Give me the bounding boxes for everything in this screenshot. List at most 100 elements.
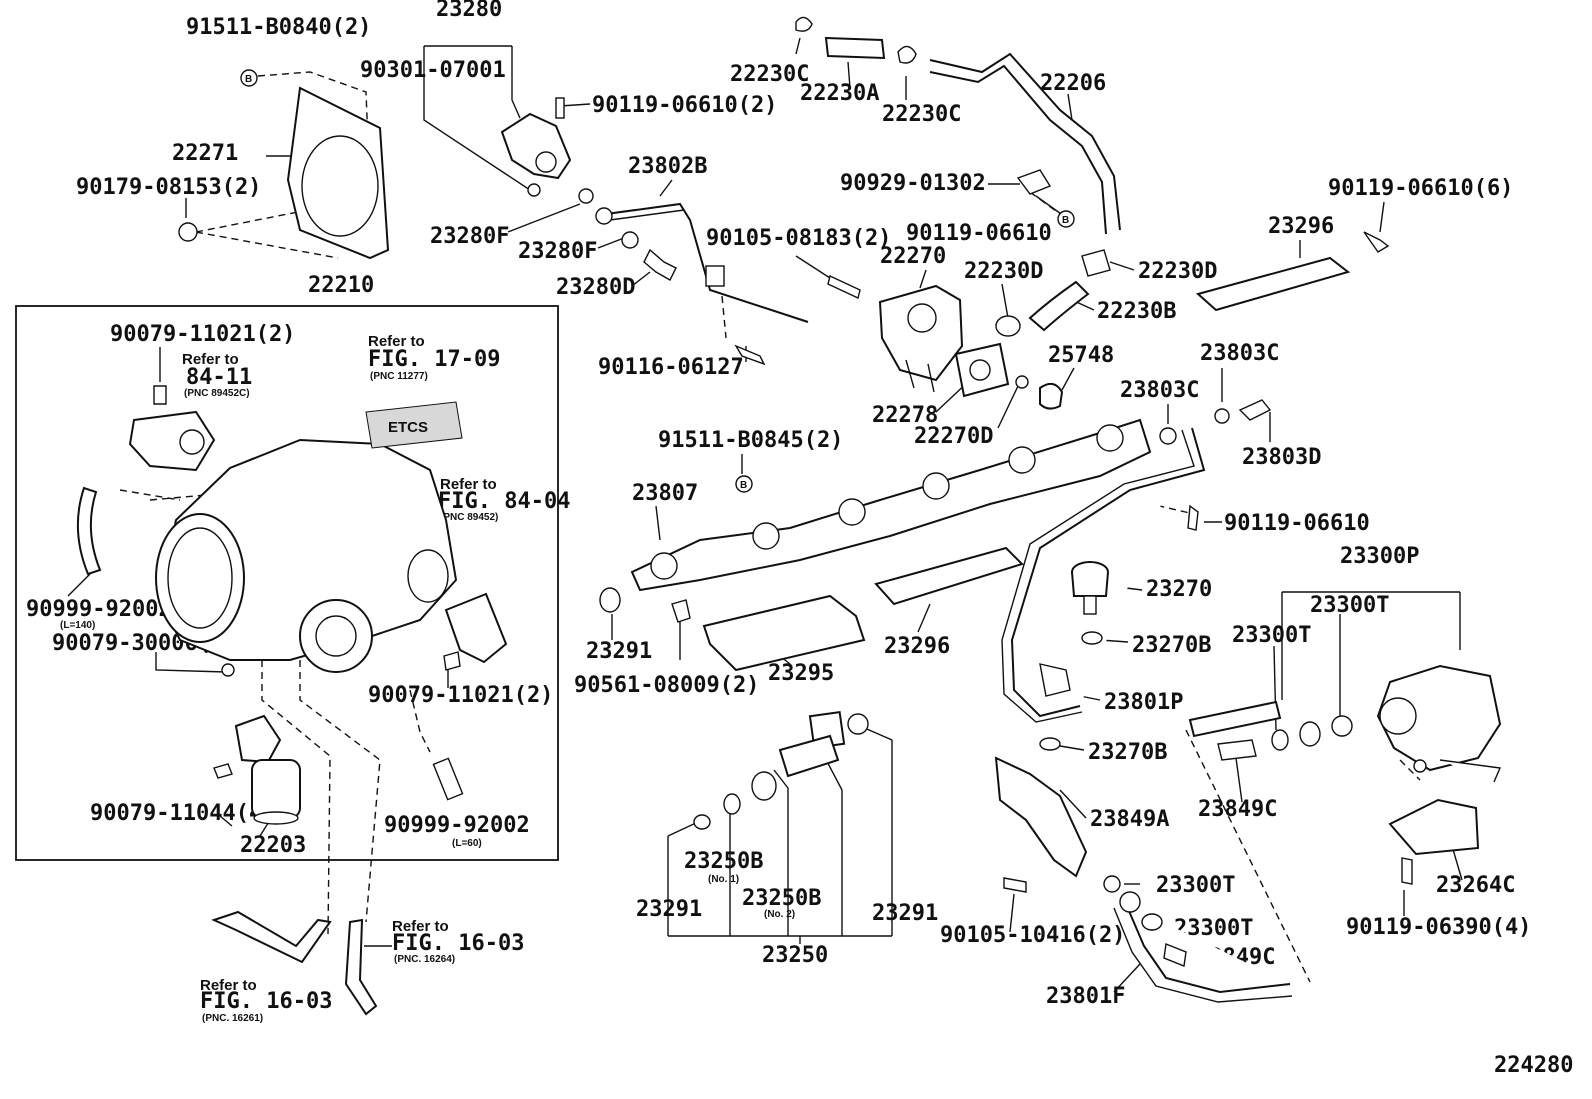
- part-label: 91511-B0840(2): [186, 15, 371, 40]
- gasket-icon: [1159, 427, 1177, 445]
- part-label: 22230D: [1138, 259, 1217, 284]
- cover-23296: [1195, 256, 1351, 312]
- grommet-icon: [671, 599, 691, 623]
- part-label: 90999-92002: [26, 597, 172, 622]
- hose-16264: [211, 910, 332, 964]
- part-label: 90105-08183(2): [706, 226, 891, 251]
- part-label: 91511-B0845(2): [658, 428, 843, 453]
- reference-notes: Refer to 84-11 (PNC 89452C) Refer to FIG…: [60, 333, 795, 1024]
- part-label: 23849C: [1198, 797, 1277, 822]
- svg-text:ETCS: ETCS: [388, 419, 428, 436]
- note-text: Refer to: [392, 918, 449, 935]
- part-label: 23291: [636, 897, 702, 922]
- bolt-icon: [827, 275, 861, 299]
- note-text: (No. 2): [764, 909, 795, 920]
- note-text: FIG. 16-03: [392, 931, 524, 956]
- bracket-23264c: [1388, 798, 1480, 856]
- part-label: 22210: [308, 273, 374, 298]
- part-label: 90119-06610(2): [592, 93, 777, 118]
- union-icon: [1039, 663, 1071, 697]
- bolt-icon: [1187, 504, 1199, 531]
- part-label: 90116-06127: [598, 355, 744, 380]
- part-label: 22230D: [964, 259, 1043, 284]
- bolt-marker-icon: B: [1057, 210, 1075, 228]
- union-bolt-icon: [643, 248, 677, 281]
- part-label: 23280F: [518, 239, 597, 264]
- hose-clamp-icon: [1081, 249, 1111, 277]
- bolt-icon: [1401, 857, 1413, 885]
- svg-text:B: B: [1062, 215, 1069, 226]
- part-label: 90119-06390(4): [1346, 915, 1531, 940]
- hose-clamp-icon: [1299, 721, 1321, 747]
- note-text: FIG. 84-04: [438, 489, 570, 514]
- part-label: 90119-06610: [906, 221, 1052, 246]
- note-text: (PNC 89452C): [184, 388, 250, 399]
- part-label: 90079-11021(2): [368, 683, 553, 708]
- fuel-pipe-23802b: [595, 202, 809, 323]
- gasket-plate-22271: [286, 86, 390, 260]
- union-bolt-icon: [1217, 739, 1257, 761]
- screw-icon: [153, 385, 167, 405]
- bolt-icon: [1363, 231, 1390, 253]
- cap-25748: [1039, 382, 1064, 410]
- washer-icon: [621, 231, 639, 249]
- part-label: 23270: [1146, 577, 1212, 602]
- part-label: 23801F: [1046, 984, 1125, 1009]
- throttle-body-group-box: [15, 305, 559, 861]
- part-label: 22203: [240, 833, 306, 858]
- hose-22230b: [1028, 280, 1090, 332]
- union-bolt-icon: [1163, 943, 1187, 967]
- screw-icon: [443, 651, 461, 671]
- note-text: Refer to: [200, 977, 257, 994]
- part-label: 90301-07001: [360, 58, 506, 83]
- part-label: 22271: [172, 141, 238, 166]
- note-text: (PNC. 16264): [394, 954, 455, 965]
- screw-icon: [213, 763, 233, 779]
- hose-90999: [432, 757, 464, 801]
- part-label: 23300T: [1232, 623, 1311, 648]
- part-label: 23295: [768, 661, 834, 686]
- fuel-pump-23300p: [1376, 664, 1502, 783]
- union-bolt-icon: [1238, 399, 1272, 421]
- part-label: 23807: [632, 481, 698, 506]
- hose-90999: [76, 486, 102, 576]
- part-label: 90119-06610(6): [1328, 176, 1513, 201]
- bolt-marker-icon: B: [240, 69, 258, 87]
- note-text: (L=60): [452, 838, 482, 849]
- part-label: 23296: [1268, 214, 1334, 239]
- hose-clamp-icon: [1103, 875, 1121, 893]
- part-label: 23264C: [1436, 873, 1515, 898]
- part-label: 23849A: [1090, 807, 1169, 832]
- water-pipe-22206: [929, 52, 1121, 235]
- washer-icon: [221, 663, 235, 677]
- water-bypass-valve-23280: [500, 97, 572, 197]
- o-ring-icon: [723, 793, 741, 815]
- part-label: 23280: [436, 0, 502, 22]
- part-label: 90119-06610: [1224, 511, 1370, 536]
- sensor-plug: [444, 592, 508, 664]
- part-label: 22230C: [730, 62, 809, 87]
- part-label: 22278: [872, 403, 938, 428]
- figure-number: 224280: [1494, 1053, 1573, 1078]
- hose-16261: [344, 918, 378, 1016]
- note-text: 84-11: [186, 365, 252, 390]
- o-ring-icon: [599, 587, 621, 613]
- throttle-body-22210: [155, 438, 458, 673]
- o-ring-icon: [693, 814, 711, 830]
- bolt-marker-icon: B: [735, 475, 753, 493]
- o-ring-icon: [847, 713, 869, 735]
- part-label: 23291: [586, 639, 652, 664]
- svg-text:B: B: [740, 480, 747, 491]
- part-label: 23270B: [1088, 740, 1167, 765]
- part-label: 22270D: [914, 424, 993, 449]
- clamp-icon: [1016, 169, 1052, 195]
- o-ring-icon: [1081, 631, 1103, 645]
- note-text: (PNC. 16261): [202, 1013, 263, 1024]
- etcs-label-tag: ETCS: [365, 401, 463, 449]
- bracket-23849a: [994, 756, 1088, 878]
- bolt-icon: [1003, 877, 1027, 893]
- part-label: 23802B: [628, 154, 707, 179]
- part-label: 90105-10416(2): [940, 923, 1125, 948]
- part-label: 22270: [880, 244, 946, 269]
